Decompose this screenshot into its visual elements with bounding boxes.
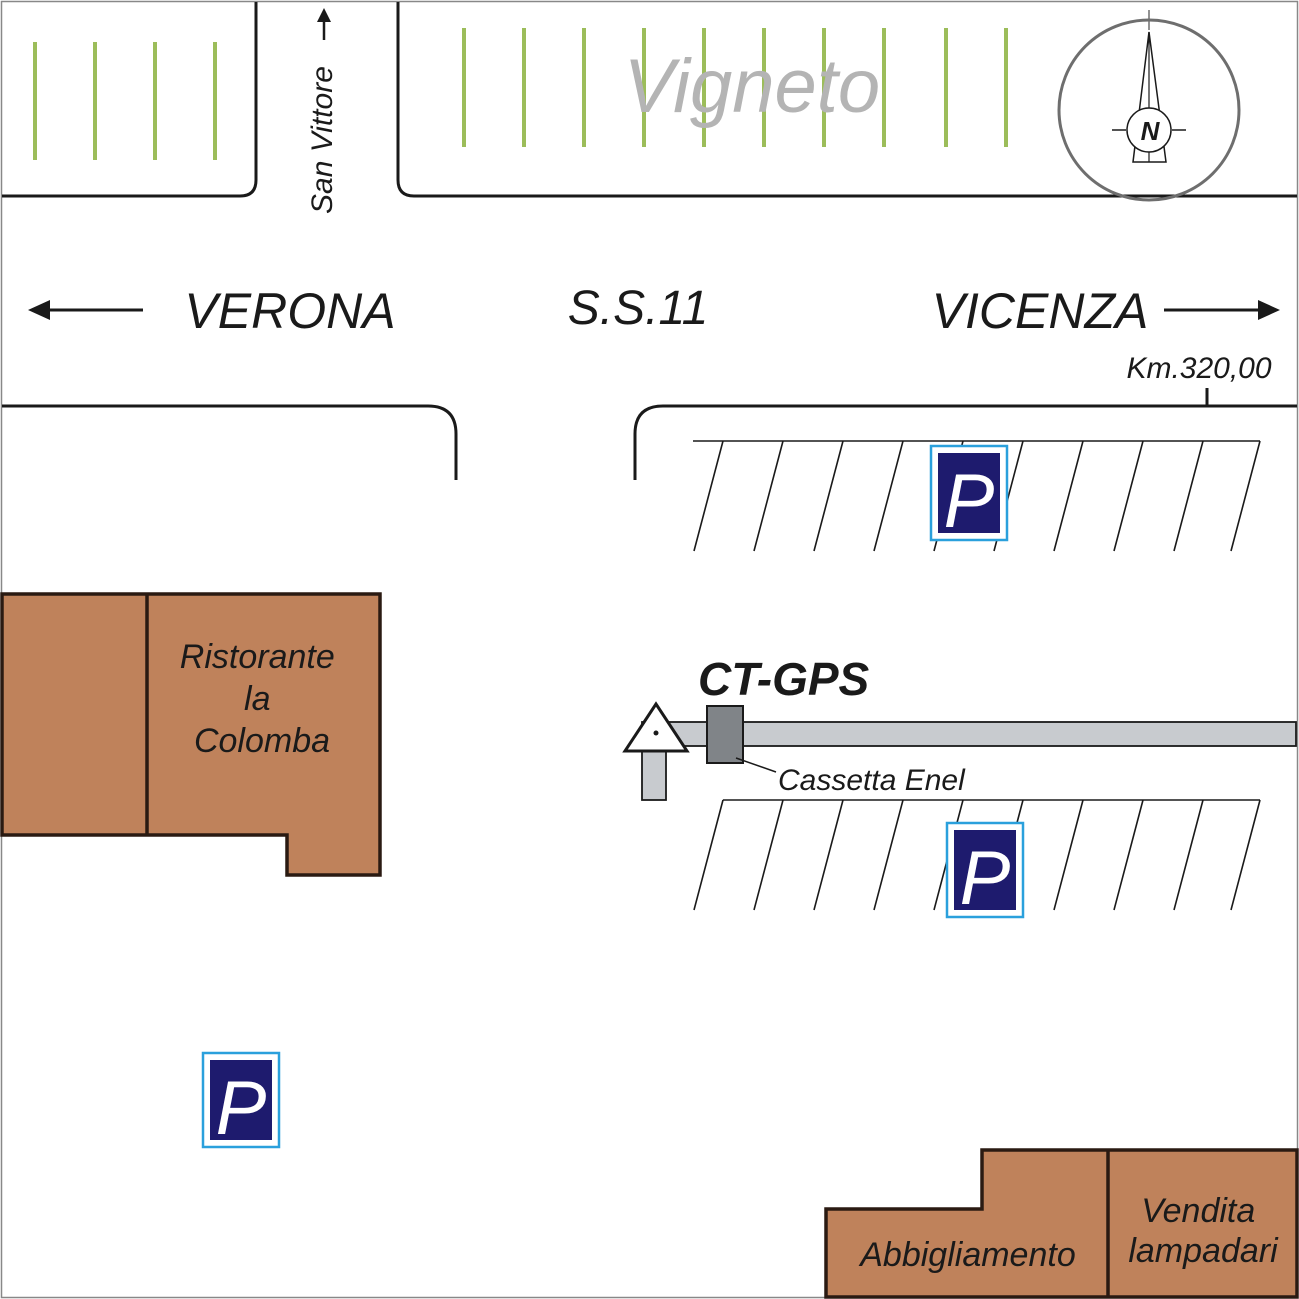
side-street-label: San Vittore [306,66,339,214]
parking-sign-letter: P [944,459,995,544]
compass-north-letter: N [1141,116,1161,146]
enel-box [706,705,744,764]
gas-line-stub [641,745,667,801]
side-street-arrow [317,8,331,40]
kilometer-marker-label: Km.320,00 [1126,352,1271,385]
restaurant-building [0,592,382,877]
north-road-edge-west [2,2,258,198]
road-edges [2,2,1297,480]
station-name: CT-GPS [698,653,870,705]
east-direction-arrow [1164,300,1280,320]
gas-line-horizontal [641,721,1297,747]
vineyard-rows-west [33,42,217,160]
compass-rose-icon [1057,10,1241,202]
triangle-benchmark-icon [622,701,690,753]
north-road-edge-east [396,2,1297,198]
parking-sign-letter: P [960,836,1011,921]
south-road-edge-west [2,404,458,480]
parking-area-north [693,440,1261,552]
west-direction-arrow [28,300,143,320]
south-road-edge-east [633,404,1297,480]
shops-building [824,1148,1299,1299]
parking-sign-icon [945,821,1025,919]
east-direction-label: VICENZA [932,283,1149,339]
parking-sign-icon [929,444,1009,542]
clothing-shop-label: Abbigliamento [858,1236,1075,1274]
parking-sign-letter: P [216,1066,267,1151]
enel-leader-line [735,757,777,773]
parking-sign-icon [201,1051,281,1149]
lamp-shop-label: Vendita lampadari [1128,1192,1279,1270]
main-road-label: S.S.11 [568,282,709,335]
enel-box-label: Cassetta Enel [778,764,966,797]
vineyard-label: Vigneto [624,44,880,129]
west-direction-label: VERONA [184,283,395,339]
restaurant-label: Ristorante la Colomba [180,638,344,760]
vineyard-rows-east [462,28,1008,147]
